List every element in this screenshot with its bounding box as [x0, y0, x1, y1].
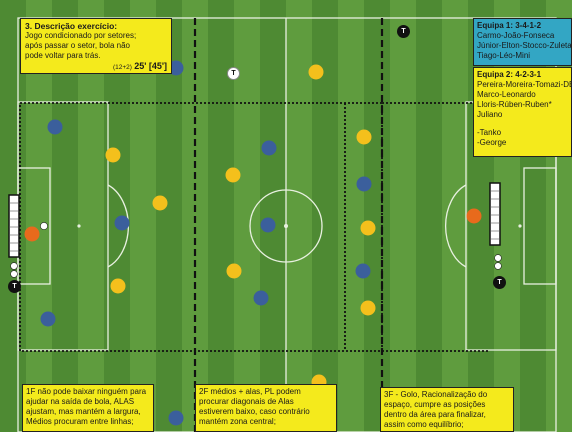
goalkeeper-marker — [467, 209, 482, 224]
team2-title: Equipa 2: 4-2-3-1 — [477, 70, 568, 80]
sector-2-note-line: mantém zona central; — [199, 417, 333, 427]
player-marker-yellow — [361, 301, 376, 316]
grass-stripe — [260, 0, 286, 432]
team1-lineup-box: Equipa 1: 3-4-1-2 Carmo-João-Fonseca Jún… — [473, 18, 572, 66]
player-marker-blue — [261, 218, 276, 233]
ball — [11, 271, 18, 278]
player-marker-yellow — [106, 148, 121, 163]
team2-substitute: -Tanko — [477, 128, 568, 138]
sector-1-note-line: ajudar na saída de bola, ALAS — [26, 397, 150, 407]
player-marker-yellow — [226, 168, 241, 183]
grass-stripe — [416, 0, 442, 432]
goalkeeper-marker — [25, 227, 40, 242]
grass-stripe — [286, 0, 312, 432]
exercise-text-line: após passar o setor, bola não — [25, 41, 167, 51]
player-marker-yellow — [227, 264, 242, 279]
exercise-footer: (12+2) 25' [45'] — [25, 61, 167, 73]
trainer-marker-right: T — [493, 276, 506, 289]
left-goal-frame — [9, 195, 19, 257]
grass-stripe — [390, 0, 416, 432]
sector-3-note-line: 3F - Golo, Racionalização do — [384, 390, 510, 400]
player-marker-yellow — [361, 221, 376, 236]
sector-1-note-line: 1F não pode baixar ninguém para — [26, 387, 150, 397]
left-penalty-spot — [77, 224, 80, 227]
team2-substitute: -George — [477, 138, 568, 148]
neutral-player-marker: T — [227, 67, 240, 80]
team1-line: Júnior-Elton-Stocco-Zuleta — [477, 41, 568, 51]
trainer-label: T — [497, 279, 501, 286]
grass-stripe — [208, 0, 234, 432]
exercise-text-line: pode voltar para trás. — [25, 51, 167, 61]
ball — [11, 263, 18, 270]
exercise-reps: (12+2) — [113, 64, 132, 71]
sector-1-note-line: ajustam, mas mantém a largura, — [26, 407, 150, 417]
sector-2-note-line: procurar diagonais de Alas — [199, 397, 333, 407]
neutral-label: T — [231, 70, 235, 77]
player-marker-yellow — [309, 65, 324, 80]
sector-1-note: 1F não pode baixar ninguém para ajudar n… — [22, 384, 154, 432]
player-marker-blue — [357, 177, 372, 192]
right-goal — [490, 183, 500, 245]
team2-line: Marco-Leonardo — [477, 90, 568, 100]
trainer-label: T — [401, 28, 405, 35]
exercise-duration: 25' [45'] — [134, 61, 167, 71]
exercise-text-line: Jogo condicionado por setores; — [25, 31, 167, 41]
team2-line: Pereira-Moreira-Tomazi-DB — [477, 80, 568, 90]
sector-2-note-line: 2F médios + alas, PL podem — [199, 387, 333, 397]
team2-lineup-box: Equipa 2: 4-2-3-1 Pereira-Moreira-Tomazi… — [473, 67, 572, 157]
player-marker-yellow — [357, 130, 372, 145]
player-marker-yellow — [153, 196, 168, 211]
team1-line: Tiago-Léo-Mini — [477, 51, 568, 61]
grass-stripe — [338, 0, 364, 432]
team2-line: Lloris-Rúben-Ruben* — [477, 100, 568, 110]
player-marker-blue — [115, 216, 130, 231]
center-spot — [284, 224, 288, 228]
player-marker-blue — [262, 141, 277, 156]
ball — [40, 222, 47, 229]
sector-2-note-line: estiverem baixo, caso contrário — [199, 407, 333, 417]
right-goal-frame — [490, 183, 500, 245]
team1-line: Carmo-João-Fonseca — [477, 31, 568, 41]
right-penalty-spot — [518, 224, 521, 227]
player-marker-yellow — [111, 279, 126, 294]
player-marker-blue — [48, 120, 63, 135]
sector-3-note-line: assim como equilíbrio; — [384, 420, 510, 430]
player-marker-blue — [169, 411, 184, 426]
player-marker-blue — [356, 264, 371, 279]
ball — [495, 255, 502, 262]
player-marker-blue — [41, 312, 56, 327]
trainer-label: T — [12, 283, 16, 290]
sector-3-note-line: espaço, cumpre as posições — [384, 400, 510, 410]
exercise-description-note: 3. Descrição exercício: Jogo condicionad… — [20, 18, 172, 74]
trainer-marker-top: T — [397, 25, 410, 38]
grass-stripe — [364, 0, 390, 432]
trainer-marker-left: T — [8, 280, 21, 293]
exercise-title: 3. Descrição exercício: — [25, 21, 167, 31]
ball — [495, 263, 502, 270]
sector-3-note-line: dentro da área para finalizar, — [384, 410, 510, 420]
team2-line: Juliano — [477, 110, 568, 120]
sector-1-note-line: Médios procuram entre linhas; — [26, 417, 150, 427]
player-marker-blue — [254, 291, 269, 306]
left-goal — [9, 195, 19, 257]
grass-stripe — [234, 0, 260, 432]
team1-title: Equipa 1: 3-4-1-2 — [477, 21, 568, 31]
sector-2-note: 2F médios + alas, PL podem procurar diag… — [195, 384, 337, 432]
sector-3-note: 3F - Golo, Racionalização do espaço, cum… — [380, 387, 514, 432]
